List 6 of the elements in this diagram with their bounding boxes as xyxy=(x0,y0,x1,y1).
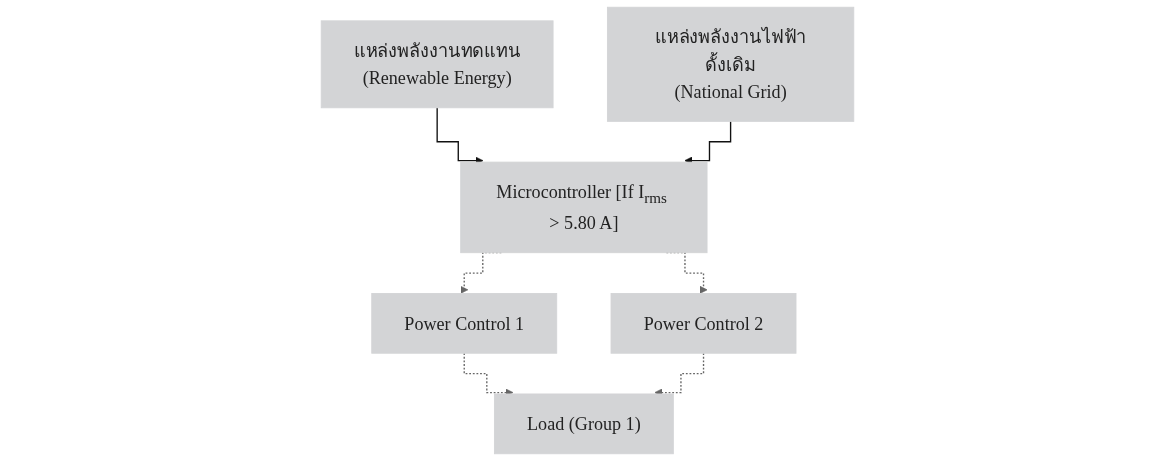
node-box: Power Control 2 xyxy=(610,293,797,354)
node-box: แหล่งพลังงานทดแทน (Renewable Energy) xyxy=(320,20,554,109)
node-box: Power Control 1 xyxy=(371,293,558,354)
node-box: Microcontroller [If I$_{rms}$ > 5.80 A] xyxy=(460,161,708,254)
node-box: Load (Group 1) xyxy=(493,393,674,455)
node-box: แหล่งพลังงานไฟฟ้าดั้งเดิม (National Grid) xyxy=(606,6,855,122)
